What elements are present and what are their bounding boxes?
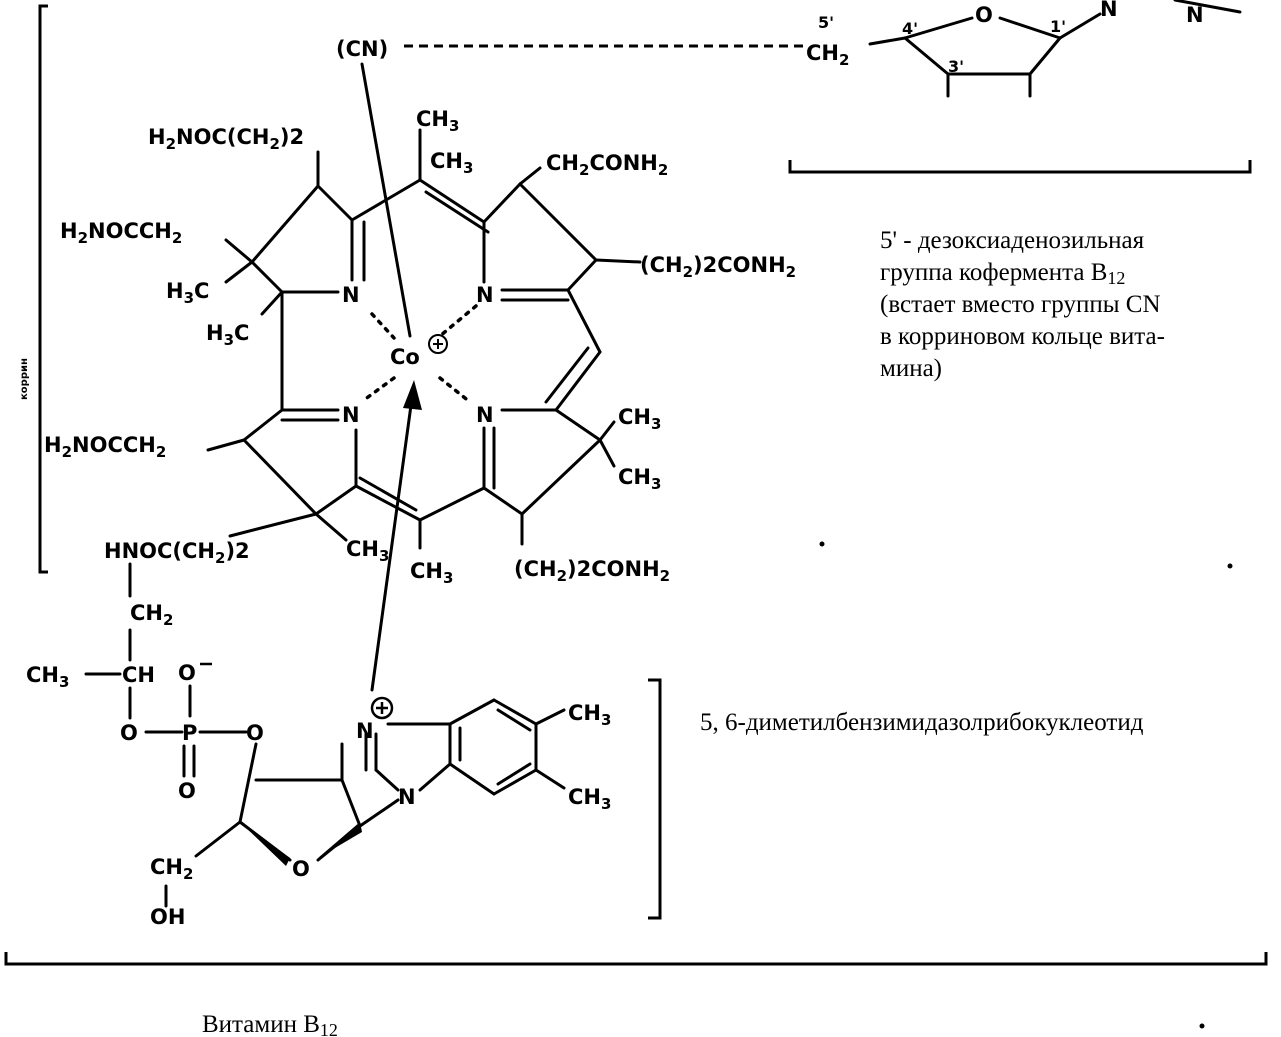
- o-link-left-label: O: [120, 721, 138, 745]
- vitamin-title: Витамин B12: [202, 1011, 338, 1037]
- corrin-vertical-label: коррин: [19, 358, 30, 400]
- cobalt-label: Co: [390, 345, 420, 369]
- n-to-co-arrow-line: [370, 396, 414, 692]
- ch3-right-label-1: CH3: [618, 405, 661, 433]
- hnoc-ch2-2-label: HNOC(CH2)2: [104, 539, 250, 567]
- ch2-ribose-label: CH2: [150, 855, 193, 883]
- pos-3prime-label: 3': [948, 57, 964, 76]
- ch3-ch-label: CH3: [26, 663, 69, 691]
- adenine-n-label-2: N: [1186, 3, 1204, 27]
- nucleotide-caption: 5, 6-диметилбензимидазолрибокуклеотид: [700, 709, 1144, 736]
- n-plus-label: N: [356, 719, 374, 743]
- ch2-2conh2-right-label: (CH2)2CONH2: [640, 253, 796, 281]
- corrin-ring-bonds: [206, 128, 642, 550]
- h3c-label-a: H3C: [166, 279, 209, 307]
- ring-n-label-b: N: [476, 283, 494, 307]
- pos-4prime-label: 4': [902, 19, 918, 38]
- o-minus-label: O: [178, 661, 196, 685]
- benzimidazole-bonds: [364, 698, 566, 796]
- ch2-5prime-label: CH2: [806, 41, 849, 69]
- ch3-top-label: CH3: [416, 107, 459, 135]
- pos-1prime-label: 1': [1050, 17, 1066, 36]
- ring-n-label-c: N: [342, 403, 360, 427]
- ch3-bottom-label-b: CH3: [410, 559, 453, 587]
- deoxyadenosyl-caption-line-2: группа кофермента B12: [880, 259, 1125, 288]
- ch2conh2-top-label: CH2CONH2: [546, 151, 668, 179]
- cobalt-coordination-bonds: [362, 304, 478, 404]
- aminopropanol-chain-bonds: [84, 562, 258, 824]
- ring-oxygen-top-label: O: [975, 3, 993, 27]
- ch3-right-label-2: CH3: [618, 465, 661, 493]
- vitamin-bracket: [4, 952, 1268, 966]
- o-link-right-label: O: [246, 721, 264, 745]
- ribose-ring-bonds: [164, 742, 400, 908]
- h2nocch2-left-label: H2NOCCH2: [60, 219, 182, 247]
- ch2-2conh2-bottom-label: (CH2)2CONH2: [514, 557, 670, 585]
- hydroxyl-label: OH: [150, 905, 185, 929]
- phosphorus-label: P: [182, 721, 197, 745]
- ribose-oxygen-label: O: [292, 857, 310, 881]
- arrowhead-icon: [403, 380, 422, 410]
- h3c-label-b: H3C: [206, 321, 249, 349]
- stray-dot: [1227, 563, 1233, 569]
- deoxyadenosyl-caption-line-4: в корриновом кольце вита-: [880, 323, 1165, 350]
- deoxyadenosyl-caption-line-1: 5' - дезоксиаденозильная: [880, 227, 1145, 254]
- ring-n-label-d: N: [476, 403, 494, 427]
- ch3-benz-label-1: CH3: [568, 701, 611, 729]
- nucleotide-bracket: [648, 678, 662, 920]
- stray-dot: [1199, 1023, 1205, 1029]
- n-charge-plus-icon: [370, 696, 394, 720]
- ring-n-label-a: N: [342, 283, 360, 307]
- corrin-bracket: [38, 4, 48, 574]
- adenine-n-label-1: N: [1100, 0, 1118, 21]
- ch-chain-label: CH: [122, 663, 155, 687]
- stray-dot: [819, 541, 825, 547]
- ch3-benz-label-2: CH3: [568, 785, 611, 813]
- deoxyadenosyl-caption-line-5: мина): [880, 355, 942, 382]
- ch3-bottom-label-a: CH3: [346, 537, 389, 565]
- ch3-inner-label: CH3: [430, 149, 473, 177]
- deoxyadenosyl-bracket: [788, 160, 1252, 174]
- deoxyribose-ring-top: [868, 0, 1242, 98]
- h2nocch2-lower-label: H2NOCCH2: [44, 433, 166, 461]
- cobalt-charge-plus-icon: [428, 334, 448, 354]
- pos-5prime-label: 5': [818, 13, 834, 32]
- deoxyadenosyl-caption-line-3: (встает вместо группы CN: [880, 291, 1161, 318]
- o-double-label: O: [178, 779, 196, 803]
- ch2-chain-label: CH2: [130, 601, 173, 629]
- benzimidazole-n-label: N: [398, 785, 416, 809]
- deoxyadenosyl-caption: 5' - дезоксиаденозильная группа кофермен…: [880, 227, 1165, 382]
- h2noc-ch2-2-label: H2NOC(CH2)2: [148, 125, 304, 153]
- cn-group-label: (CN): [336, 37, 388, 61]
